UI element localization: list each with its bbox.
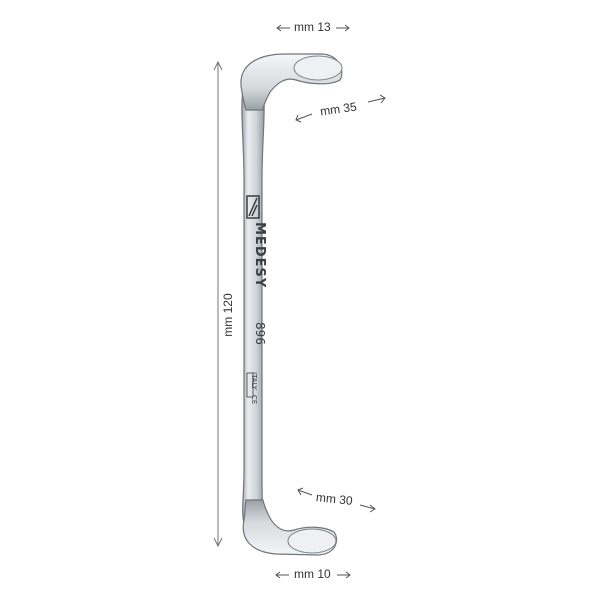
instrument-shaft (241, 89, 267, 531)
top-length-arrows (295, 94, 386, 123)
top-width-label: mm 13 (294, 20, 331, 34)
total-length-label: mm 120 (221, 285, 235, 345)
bottom-width-label: mm 10 (294, 567, 331, 581)
engraved-origin: ITALY (250, 372, 258, 391)
engraved-code-box (246, 372, 254, 398)
bottom-length-arrows (297, 487, 376, 513)
engraved-model: 896 (253, 322, 267, 345)
bottom-width-arrows (275, 571, 351, 579)
total-length-dimension-line (213, 60, 223, 548)
engraved-ce-mark: CE (250, 395, 258, 404)
bottom-blade-tip (287, 528, 337, 554)
medesy-logo (246, 195, 260, 219)
engraved-brand: MEDESY (252, 222, 267, 288)
top-blade-tip (293, 55, 343, 81)
top-width-arrows (276, 24, 350, 32)
